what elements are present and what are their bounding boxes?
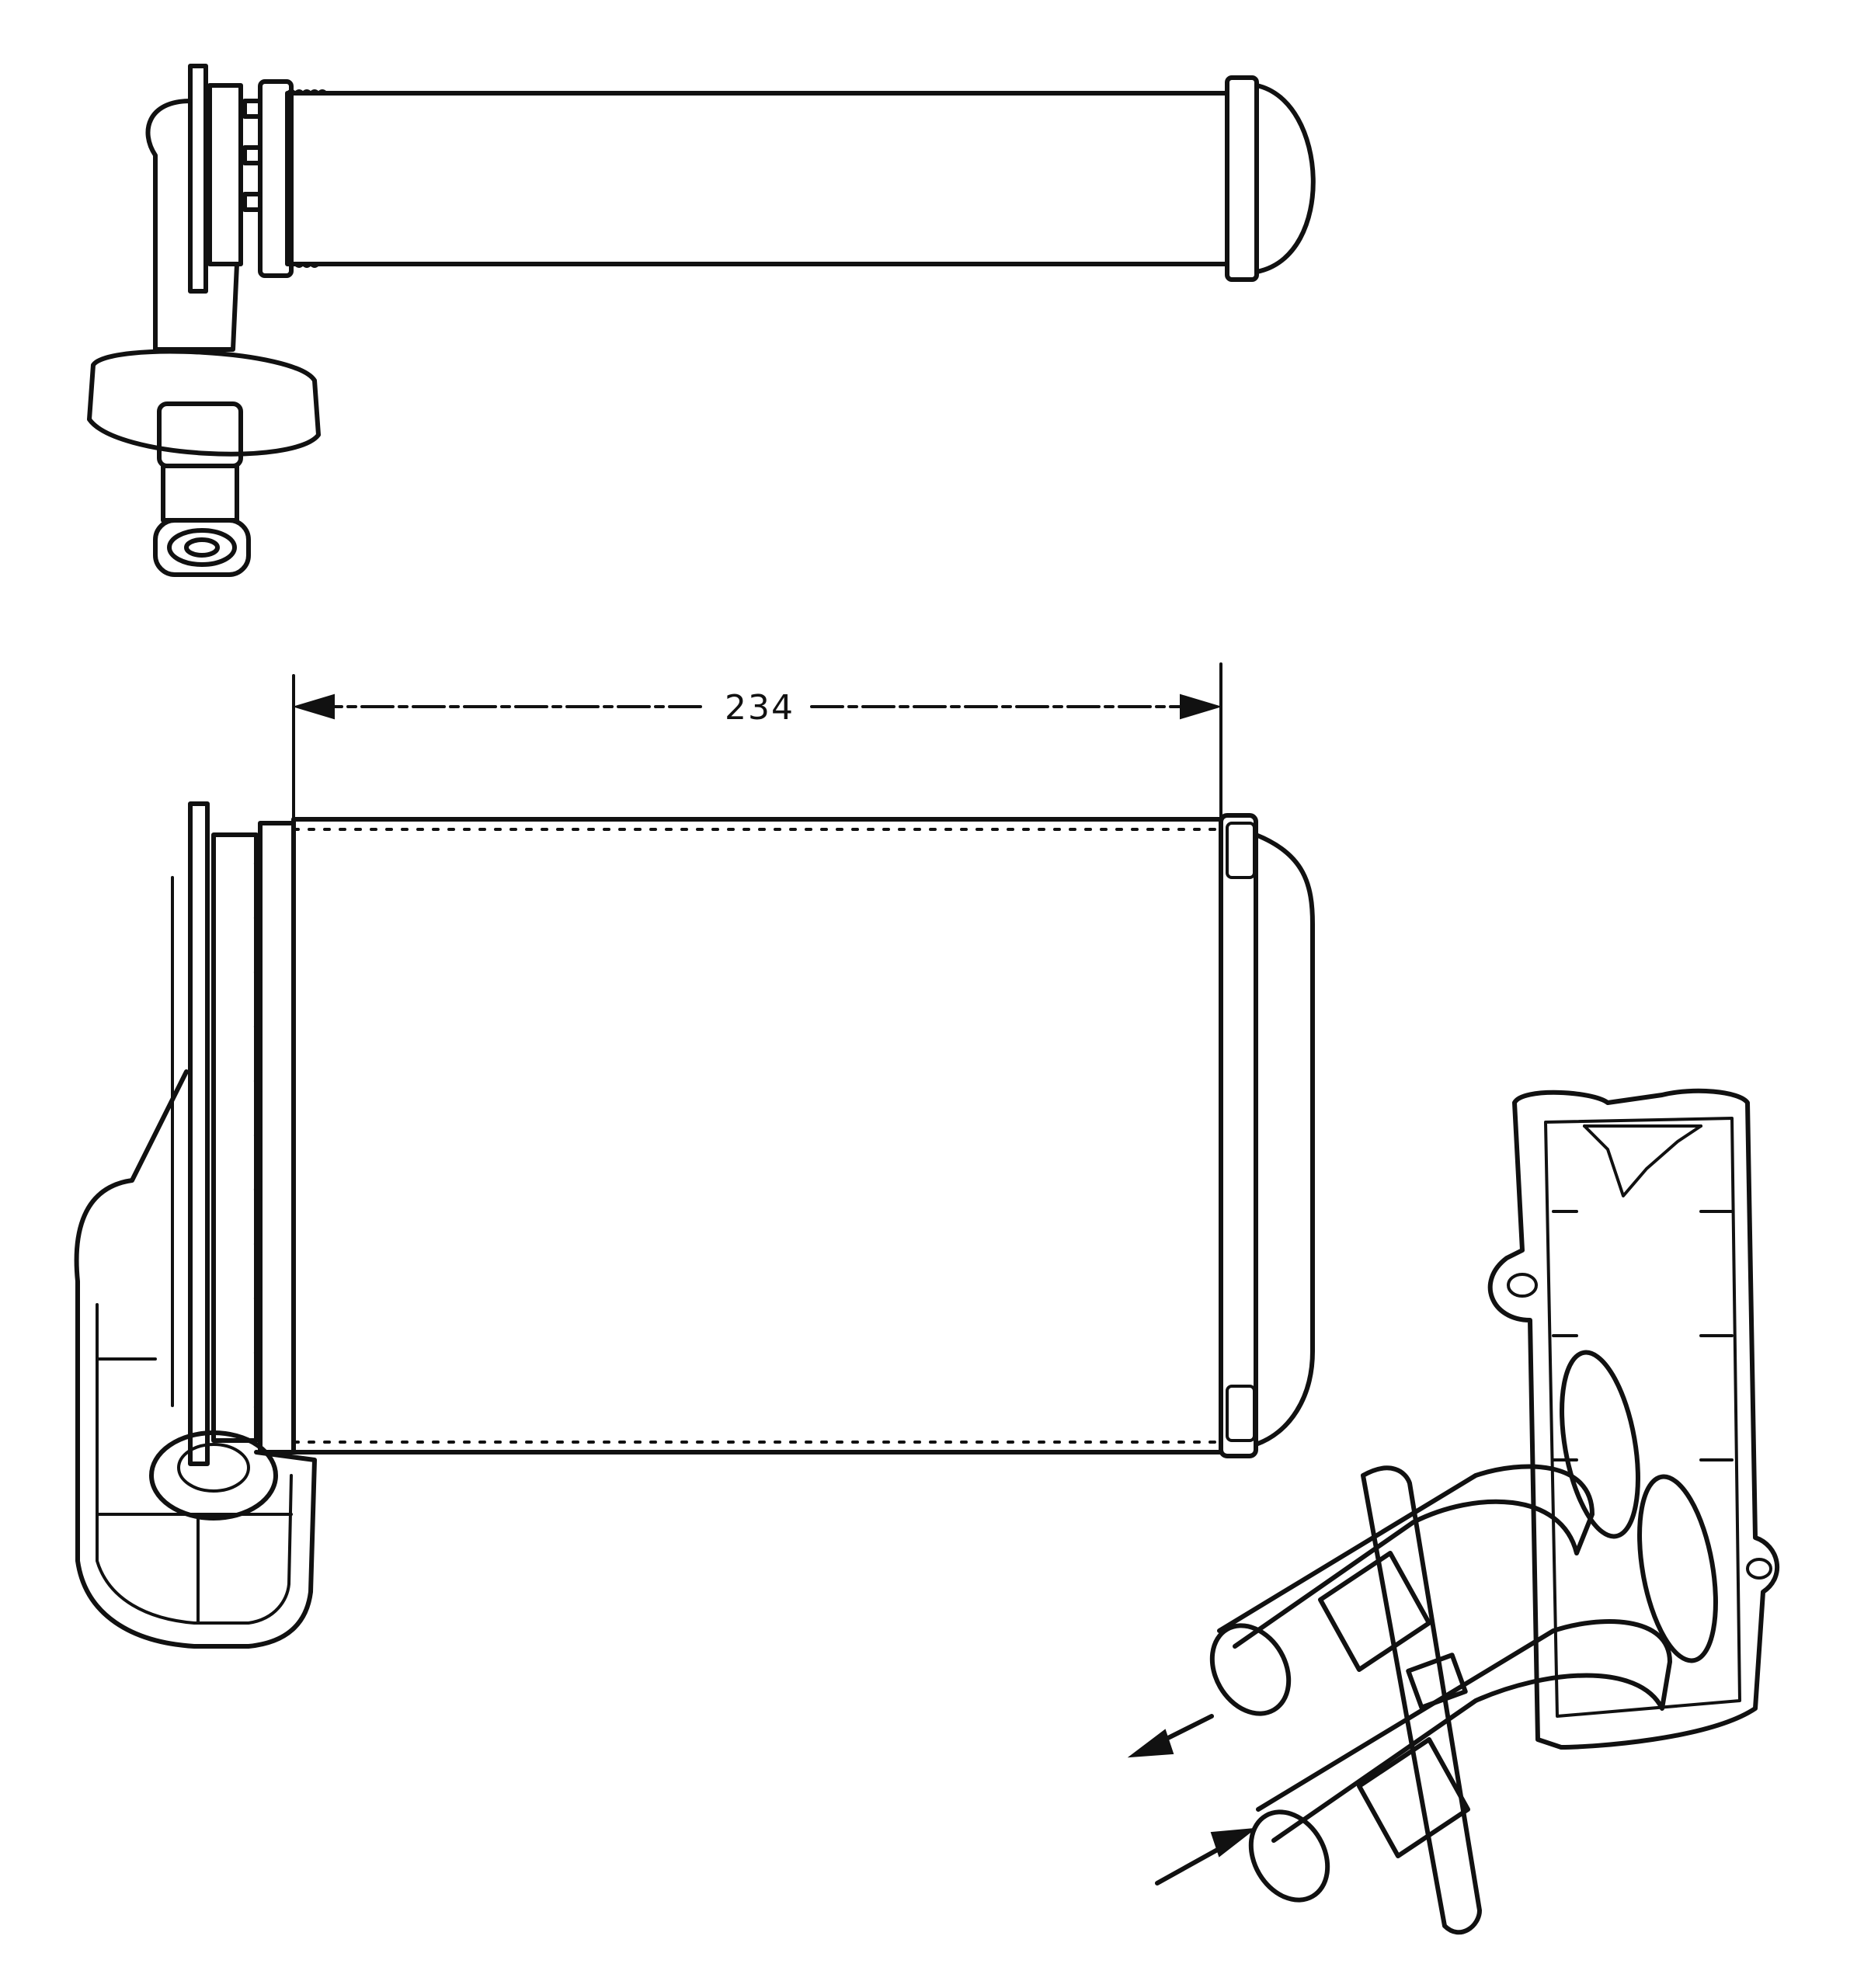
front-view-header-tank bbox=[171, 801, 296, 1466]
inflow-arrow-line bbox=[1155, 1842, 1229, 1885]
top-view-tank bbox=[145, 64, 294, 352]
perspective-pipe-lower bbox=[1248, 1619, 1672, 1903]
front-view-outlet-housing bbox=[74, 1069, 317, 1649]
flow-arrows bbox=[1127, 1714, 1257, 1885]
dimension-value: 234 bbox=[725, 688, 795, 728]
perspective-clamp-bar bbox=[1361, 1465, 1482, 1935]
dimension-234: 234 bbox=[292, 662, 1222, 825]
top-view-mount-flange bbox=[87, 349, 321, 457]
top-view bbox=[87, 64, 1316, 577]
front-view-end-tank bbox=[1219, 813, 1315, 1458]
perspective-view bbox=[1127, 1088, 1779, 1935]
inflow-arrowhead bbox=[1210, 1827, 1257, 1858]
top-view-pipe-stub bbox=[153, 401, 251, 577]
top-view-core bbox=[285, 89, 1229, 268]
perspective-housing bbox=[1487, 1088, 1779, 1750]
top-view-end-cap bbox=[1225, 75, 1316, 282]
front-view-core bbox=[291, 817, 1223, 1455]
outflow-arrowhead bbox=[1127, 1729, 1174, 1758]
dimension-arrow-right bbox=[1180, 693, 1222, 720]
front-view bbox=[74, 801, 1315, 1649]
dimension-arrow-left bbox=[292, 693, 335, 720]
perspective-pipe-upper bbox=[1209, 1464, 1595, 1716]
